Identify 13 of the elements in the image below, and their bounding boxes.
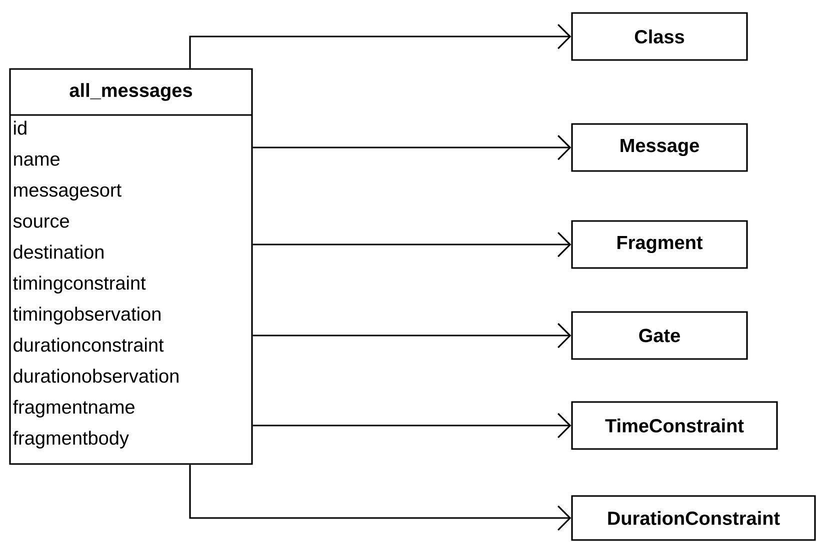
- class-box: TimeConstraint: [571, 401, 778, 450]
- arrow: [252, 134, 572, 160]
- arrow: [189, 24, 572, 68]
- class-box: Fragment: [571, 220, 748, 269]
- arrow: [189, 464, 572, 531]
- class-box: DurationConstraint: [571, 495, 816, 541]
- arrow: [252, 232, 572, 258]
- class-box: Gate: [571, 311, 748, 360]
- class-box: Message: [571, 123, 748, 172]
- class-box: Class: [571, 12, 748, 61]
- arrow: [252, 412, 572, 438]
- class-box: all_messages id name messagesort source destination timingconstraint timingobservation durationconstraint durationobservation fragmentname fragmentbody: [9, 68, 253, 465]
- arrow: [252, 322, 572, 348]
